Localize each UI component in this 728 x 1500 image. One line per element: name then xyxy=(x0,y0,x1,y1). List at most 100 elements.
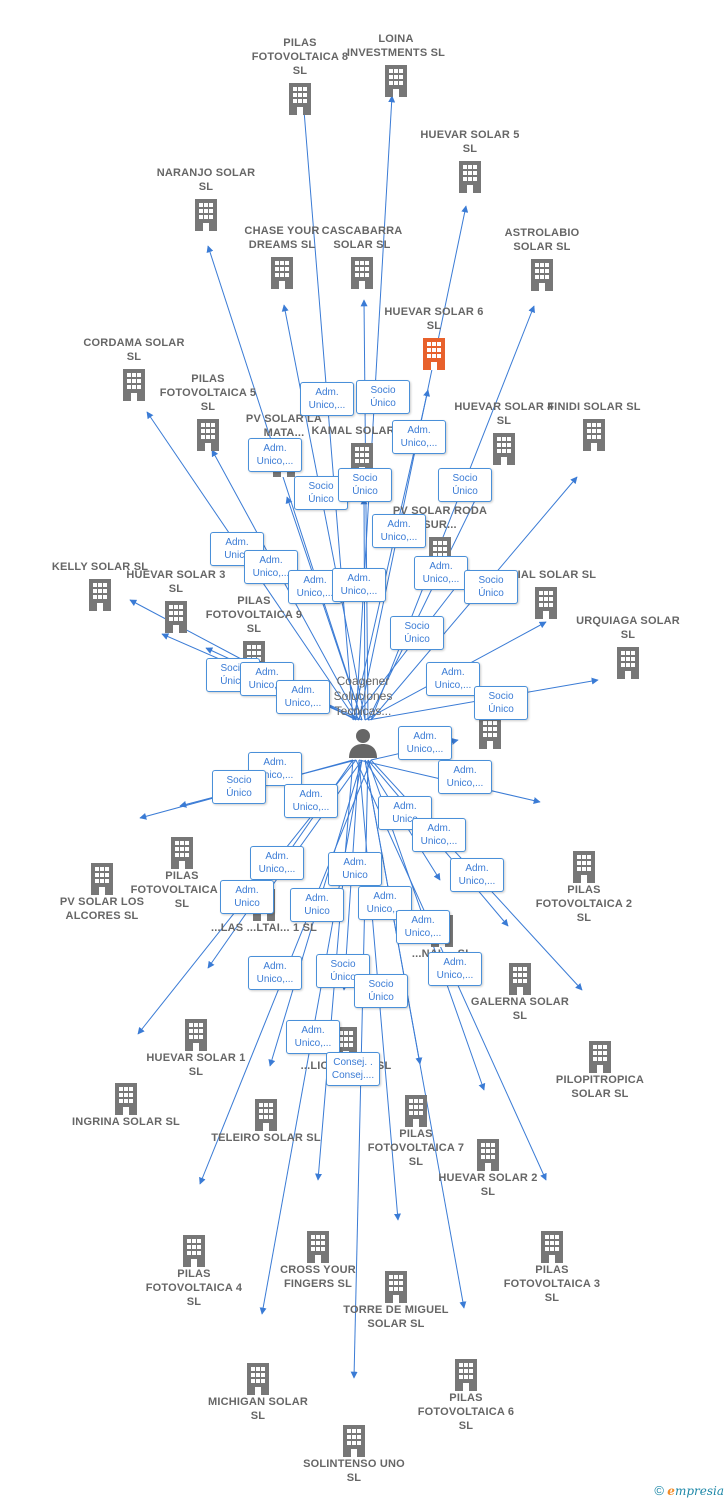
company-node[interactable]: GALERNA SOLAR SL xyxy=(465,958,575,1023)
relationship-label[interactable]: Socio Único xyxy=(338,468,392,502)
company-node[interactable]: LOINA INVESTMENTS SL xyxy=(341,32,451,97)
company-node[interactable]: PILAS FOTOVOLTAICA 8 SL xyxy=(245,36,355,115)
relationship-label[interactable]: Adm. Unico,... xyxy=(392,420,446,454)
company-node[interactable]: CROSS YOUR FINGERS SL xyxy=(263,1226,373,1291)
company-node[interactable]: PILAS FOTOVOLTAICA 10 SL xyxy=(127,832,237,911)
company-node[interactable]: HUEVAR SOLAR 4 SL xyxy=(449,400,559,465)
company-node[interactable]: MICHIGAN SOLAR SL xyxy=(203,1358,313,1423)
company-node[interactable]: PILAS FOTOVOLTAICA 4 SL xyxy=(139,1230,249,1309)
company-node[interactable]: PILAS FOTOVOLTAICA 2 SL xyxy=(529,846,639,925)
company-name: PILAS FOTOVOLTAICA 3 SL xyxy=(503,1264,601,1304)
company-name: PILAS FOTOVOLTAICA 9 SL xyxy=(205,595,303,635)
center-company-name[interactable]: Coagener Soluciones Tecnicas... xyxy=(333,674,393,718)
person-icon[interactable] xyxy=(346,726,380,765)
company-node[interactable]: HUEVAR SOLAR 1 SL xyxy=(141,1014,251,1079)
company-name: CHASE YOUR DREAMS SL xyxy=(244,225,320,251)
relationship-label[interactable]: Adm. Unico,... xyxy=(396,910,450,944)
company-node[interactable]: INGRINA SOLAR SL xyxy=(71,1078,181,1129)
company-node[interactable]: CHASE YOUR DREAMS SL xyxy=(227,224,337,289)
company-node[interactable]: CASCABARRA SOLAR SL xyxy=(307,224,417,289)
relationship-edge xyxy=(285,496,363,721)
building-icon xyxy=(435,715,545,749)
relationship-label[interactable]: Socio Único xyxy=(438,468,492,502)
company-node[interactable]: HUEVAR SOLAR 6 SL xyxy=(379,305,489,370)
relationship-label[interactable]: Adm. Unico,... xyxy=(372,514,426,548)
company-node[interactable]: TORRE DE MIGUEL SOLAR SL xyxy=(341,1266,451,1331)
company-node[interactable]: HUEVAR SOLAR 3 SL xyxy=(121,568,231,633)
relationship-label[interactable]: Adm. Unico,... xyxy=(248,438,302,472)
company-name: TELEIRO SOLAR SL xyxy=(211,1132,321,1144)
company-node[interactable]: HUEVAR SOLAR 5 SL xyxy=(415,128,525,193)
company-name: URQUIAGA SOLAR SL xyxy=(576,615,680,641)
relationship-edge xyxy=(364,759,467,1309)
building-icon xyxy=(379,336,489,370)
relationship-label[interactable]: Adm. Unico,... xyxy=(250,846,304,880)
relationship-label[interactable]: Adm. Unico,... xyxy=(332,568,386,602)
relationship-label[interactable]: Adm. Unico,... xyxy=(428,952,482,986)
relationship-label[interactable]: Socio Único xyxy=(354,974,408,1008)
company-name: ...LAS ...LTAI... 1 SL xyxy=(210,922,318,934)
company-node[interactable]: ZAVIAL SOLAR SL xyxy=(491,568,601,619)
relationship-label[interactable]: Adm. Unico xyxy=(328,852,382,886)
company-name: ZAVIAL SOLAR SL xyxy=(495,569,597,581)
company-name: NARANJO SOLAR SL xyxy=(156,167,256,193)
company-node[interactable]: PILAS FOTOVOLTAICA 6 SL xyxy=(411,1354,521,1433)
relationship-label[interactable]: Socio Único xyxy=(474,686,528,720)
company-node[interactable]: PILAS FOTOVOLTAICA 7 SL xyxy=(361,1090,471,1169)
company-name: TORRE DE MIGUEL SOLAR SL xyxy=(343,1304,449,1330)
building-icon xyxy=(545,1039,655,1073)
relationship-label[interactable]: Adm. Unico,... xyxy=(398,726,452,760)
company-name: CORDAMA SOLAR SL xyxy=(83,337,185,363)
relationship-label[interactable]: Adm. Unico xyxy=(378,796,432,830)
building-icon xyxy=(245,81,355,115)
relationship-label[interactable]: Socio Único xyxy=(390,616,444,650)
relationship-label[interactable]: Adm. Unico,... xyxy=(276,680,330,714)
building-icon xyxy=(139,1233,249,1267)
building-icon xyxy=(497,1229,607,1263)
company-node[interactable]: CORDAMA SOLAR SL xyxy=(79,336,189,401)
relationship-label[interactable]: Consej. . Consej.... xyxy=(326,1052,380,1086)
company-name: PV SOLAR LA MATA... xyxy=(245,413,323,439)
relationship-label[interactable]: Adm. Unico,... xyxy=(414,556,468,590)
company-node[interactable]: SOLINTENSO UNO SL xyxy=(299,1420,409,1485)
company-node[interactable]: FINIDI SOLAR SL xyxy=(539,400,649,451)
building-icon xyxy=(411,1357,521,1391)
building-icon xyxy=(227,255,337,289)
relationship-label[interactable]: Adm. Unico,... xyxy=(300,382,354,416)
relationship-label[interactable]: Adm. Unico,... xyxy=(438,760,492,794)
relationship-label[interactable]: Adm. Unico,... xyxy=(426,662,480,696)
building-icon xyxy=(487,257,597,291)
relationship-label[interactable]: Adm. Unico,... xyxy=(286,1020,340,1054)
company-node[interactable]: PILAS FOTOVOLTAICA 5 SL xyxy=(153,372,263,451)
relationship-label[interactable]: Adm. Unico xyxy=(220,880,274,914)
relationship-label[interactable]: Socio Único xyxy=(356,380,410,414)
company-node[interactable]: PILAS FOTOVOLTAICA 3 SL xyxy=(497,1226,607,1305)
relationship-label[interactable]: Adm. Unico,... xyxy=(450,858,504,892)
company-name: PILAS FOTOVOLTAICA 4 SL xyxy=(145,1268,243,1308)
building-icon xyxy=(361,1093,471,1127)
company-node[interactable]: KELLY SOLAR SL xyxy=(45,560,155,611)
relationship-label[interactable]: Adm. Unico xyxy=(290,888,344,922)
relationship-label[interactable]: Socio Único xyxy=(464,570,518,604)
company-name: HUEVAR SOLAR 4 SL xyxy=(454,401,554,427)
relationship-label[interactable]: Adm. Unico,... xyxy=(248,956,302,990)
building-icon xyxy=(121,599,231,633)
company-node[interactable]: PILOPITROPICA SOLAR SL xyxy=(545,1036,655,1101)
footer-brand: © empresia xyxy=(654,1483,724,1498)
company-name: CROSS YOUR FINGERS SL xyxy=(280,1264,356,1290)
relationship-label[interactable]: Adm. Unico,... xyxy=(284,784,338,818)
relationship-label[interactable]: Socio Único xyxy=(212,770,266,804)
company-node[interactable]: HUEVAR SOLAR 2 SL xyxy=(433,1134,543,1199)
company-name: PILAS FOTOVOLTAICA 6 SL xyxy=(417,1392,515,1432)
company-node[interactable]: NARANJO SOLAR SL xyxy=(151,166,261,231)
company-name: PILAS FOTOVOLTAICA 8 SL xyxy=(251,37,349,77)
relationship-label[interactable]: Adm. Unico,... xyxy=(412,818,466,852)
company-node[interactable]: TELEIRO SOLAR SL xyxy=(211,1094,321,1145)
relationship-edge xyxy=(360,299,369,721)
company-name: KAMAL SOLAR SL xyxy=(311,425,413,437)
company-node[interactable]: PV SOLAR LOS ALCORES SL xyxy=(47,858,157,923)
relationship-edge xyxy=(358,205,469,721)
company-node[interactable]: ASTROLABIO SOLAR SL xyxy=(487,226,597,291)
building-icon xyxy=(47,861,157,895)
company-node[interactable]: URQUIAGA SOLAR SL xyxy=(573,614,683,679)
